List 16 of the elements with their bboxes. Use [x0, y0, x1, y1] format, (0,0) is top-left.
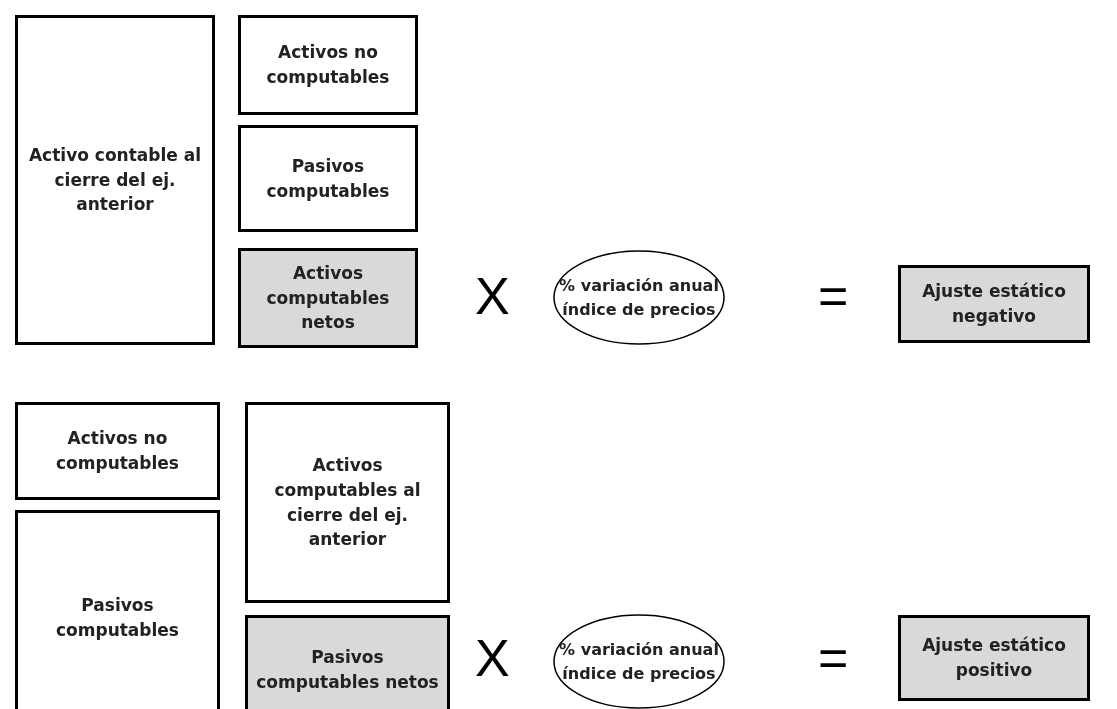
text-box: Pasivos computables	[238, 125, 418, 232]
result-box: Pasivos computables netos	[245, 615, 450, 709]
multiply-sign: X	[475, 632, 510, 684]
multiply-sign: X	[475, 270, 510, 322]
text-box: Activos computables al cierre del ej. anterior	[245, 402, 450, 603]
result-box: Ajuste estático positivo	[898, 615, 1090, 701]
node-text: % variación anual índice de precios	[559, 275, 719, 321]
equals-sign: =	[818, 632, 849, 684]
text-box: Activos no computables	[15, 402, 220, 500]
text-box: Activos no computables	[238, 15, 418, 115]
node-text: % variación anual índice de precios	[559, 639, 719, 685]
result-box: Activos computables netos	[238, 248, 418, 348]
equals-sign: =	[818, 270, 849, 322]
result-box: Ajuste estático negativo	[898, 265, 1090, 343]
text-box: Pasivos computables	[15, 510, 220, 709]
text-box: Activo contable al cierre del ej. anterior	[15, 15, 215, 345]
